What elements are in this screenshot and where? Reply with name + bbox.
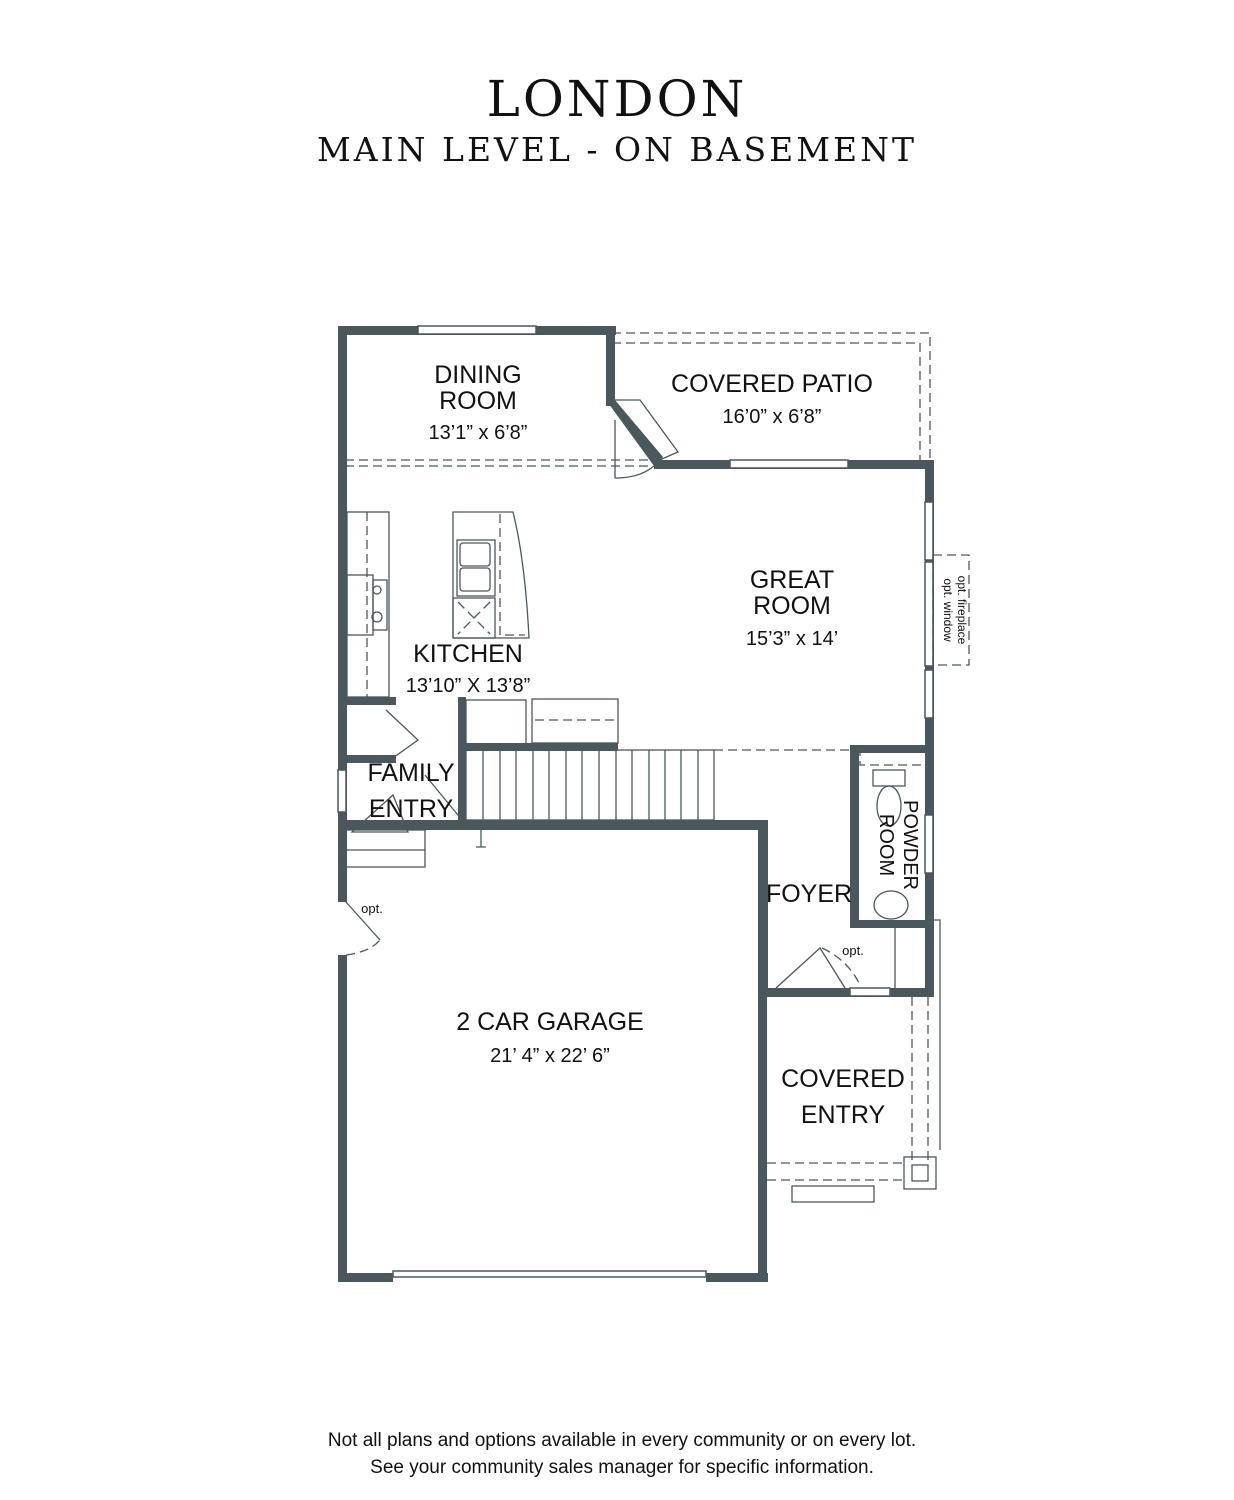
sink [873,890,909,920]
disclaimer-line-1: Not all plans and options available in e… [327,1430,917,1451]
kitchen-counters [346,511,390,698]
family-entry-label: FAMILY [367,759,454,787]
covered-entry-outline [767,919,941,1203]
pantry-door [385,709,420,761]
plan-title: LONDON [486,70,748,128]
great-room-label: GREAT [750,566,834,594]
plan-subtitle: MAIN LEVEL - ON BASEMENT [317,130,917,169]
fireplace-option [932,554,970,666]
opt-window-label: opt. window [941,578,955,642]
dining-room-size: 13’1” x 6’8” [429,422,528,444]
garage-label: 2 CAR GARAGE [456,1008,644,1036]
toilet-bowl [876,785,902,827]
front-door [775,946,846,989]
garage-size: 21’ 4” x 22’ 6” [490,1045,610,1067]
family-entry-door [350,793,409,833]
great-room-window-3 [924,669,934,719]
dining-room-label: DINING [434,361,522,389]
front-window [849,987,891,997]
great-room-window-2 [924,561,934,667]
foyer-label: FOYER [766,880,852,908]
dining-window [417,325,537,335]
kitchen-label: KITCHEN [413,640,523,668]
kitchen-size: 13’10” X 13’8” [406,675,531,697]
family-entry-window [337,769,347,813]
garage-step [344,829,426,868]
covered-patio-outline [612,332,931,462]
svg-text:ENTRY: ENTRY [801,1101,886,1129]
garage-door [392,1270,707,1278]
covered-entry-label: COVERED [781,1065,905,1093]
powder-window [924,814,934,874]
fridge [465,699,527,745]
svg-text:ROOM: ROOM [439,387,517,415]
stairs [465,749,715,821]
covered-patio-label: COVERED PATIO [671,370,873,398]
opt-garage-door [345,901,381,941]
disclaimer-line-2: See your community sales manager for spe… [370,1457,874,1478]
great-room-size: 15’3” x 14’ [746,628,838,650]
great-room-window-1 [924,501,934,561]
svg-text:ROOM: ROOM [753,592,831,620]
counter [531,698,619,744]
kitchen-island [452,511,530,639]
opt-fireplace-label: opt. fireplace [955,576,969,645]
patio-swing-door [615,399,680,463]
opt-garage-door-label: opt. [361,901,383,916]
svg-text:ENTRY: ENTRY [369,795,454,823]
toilet-tank [872,769,906,787]
opt-foyer-door-label: opt. [842,943,864,958]
patio-door [729,459,849,469]
svg-text:ROOM: ROOM [875,814,897,876]
powder-room-label: POWDER [899,800,921,890]
covered-patio-size: 16’0” x 6’8” [723,406,822,428]
